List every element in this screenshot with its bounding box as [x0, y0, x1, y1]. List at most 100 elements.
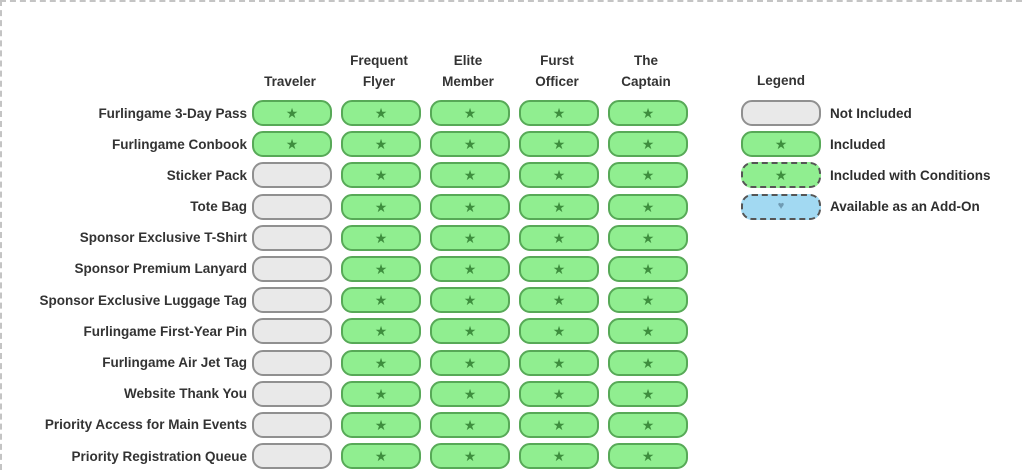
table-row: Tote Bag★★★★ [2, 193, 688, 220]
star-icon: ★ [463, 105, 477, 121]
status-pill-not_included [252, 443, 332, 470]
status-pill-included: ★ [519, 443, 599, 470]
star-icon: ★ [285, 105, 299, 121]
star-icon: ★ [463, 354, 477, 371]
star-icon: ★ [641, 136, 655, 153]
row-label: Priority Registration Queue [71, 448, 247, 464]
star-icon: ★ [552, 167, 566, 184]
star-icon: ★ [552, 260, 566, 277]
star-icon: ★ [463, 448, 477, 465]
status-pill-included: ★ [519, 349, 599, 376]
status-pill-included: ★ [430, 100, 510, 126]
status-pill-included: ★ [430, 131, 510, 158]
table-row: Sponsor Exclusive T-Shirt★★★★ [2, 224, 688, 251]
star-icon: ★ [774, 136, 788, 153]
status-pill-included: ★ [519, 287, 599, 314]
star-icon: ★ [374, 136, 388, 153]
row-label: Sticker Pack [166, 167, 247, 183]
status-pill-included: ★ [741, 131, 821, 158]
star-icon: ★ [374, 448, 388, 465]
status-pill-included: ★ [608, 131, 688, 158]
status-pill-included: ★ [430, 411, 510, 438]
status-pill-included: ★ [430, 162, 510, 189]
row-label: Sponsor Exclusive T-Shirt [79, 230, 247, 246]
status-pill-included: ★ [608, 224, 688, 251]
status-pill-included: ★ [430, 255, 510, 282]
status-pill-not_included [252, 162, 332, 189]
star-icon: ★ [641, 105, 655, 121]
status-pill-included: ★ [608, 287, 688, 314]
status-pill-included: ★ [608, 380, 688, 407]
status-pill-included: ★ [608, 100, 688, 126]
star-icon: ★ [641, 354, 655, 371]
status-pill-included: ★ [341, 224, 421, 251]
star-icon: ★ [463, 292, 477, 309]
status-pill-included: ★ [519, 162, 599, 189]
status-pill-included: ★ [608, 162, 688, 189]
star-icon: ★ [552, 354, 566, 371]
star-icon: ★ [552, 198, 566, 215]
star-icon: ★ [552, 105, 566, 121]
star-icon: ★ [641, 416, 655, 433]
star-icon: ★ [774, 167, 788, 184]
star-icon: ★ [374, 105, 388, 121]
status-pill-included: ★ [341, 380, 421, 407]
star-icon: ★ [374, 292, 388, 309]
star-icon: ★ [641, 229, 655, 246]
status-pill-not_included [252, 287, 332, 314]
star-icon: ★ [374, 323, 388, 340]
status-pill-included: ★ [341, 131, 421, 158]
star-icon: ★ [374, 416, 388, 433]
status-pill-included: ★ [608, 411, 688, 438]
table-row: Priority Registration Queue★★★★ [2, 443, 688, 470]
status-pill-addon: ♥ [741, 193, 821, 220]
table-row: Furlingame First-Year Pin★★★★ [2, 318, 688, 345]
column-header-traveler: Traveler [250, 48, 330, 92]
column-header-line: Member [442, 74, 494, 89]
star-icon: ★ [463, 260, 477, 277]
status-pill-not_included [252, 318, 332, 345]
row-label: Tote Bag [190, 199, 247, 215]
star-icon: ★ [285, 136, 299, 153]
status-pill-not_included [252, 255, 332, 282]
table-row: Website Thank You★★★★ [2, 380, 688, 407]
status-pill-not_included [252, 411, 332, 438]
benefits-table: Furlingame 3-Day Pass★★★★★Furlingame Con… [2, 100, 688, 470]
star-icon: ★ [374, 229, 388, 246]
status-pill-included: ★ [341, 349, 421, 376]
row-label: Furlingame Conbook [112, 136, 247, 152]
status-pill-included: ★ [341, 193, 421, 220]
star-icon: ★ [374, 354, 388, 371]
star-icon: ★ [641, 323, 655, 340]
status-pill-not_included [741, 100, 821, 126]
row-label: Furlingame First-Year Pin [83, 323, 247, 339]
status-pill-included: ★ [608, 349, 688, 376]
column-header-line: Frequent [350, 53, 408, 68]
column-header-line: Furst [540, 53, 574, 68]
status-pill-included: ★ [608, 318, 688, 345]
star-icon: ★ [641, 385, 655, 402]
status-pill-included: ★ [341, 443, 421, 470]
status-pill-included: ★ [430, 193, 510, 220]
row-label: Sponsor Premium Lanyard [74, 261, 247, 277]
star-icon: ★ [463, 229, 477, 246]
star-icon: ★ [552, 136, 566, 153]
status-pill-included: ★ [341, 318, 421, 345]
status-pill-included_conditions: ★ [741, 162, 821, 189]
status-pill-included: ★ [341, 100, 421, 126]
star-icon: ★ [374, 167, 388, 184]
column-header-line: Captain [621, 74, 671, 89]
column-header-line: Flyer [362, 74, 396, 89]
legend-item-addon: ♥Available as an Add-On [741, 193, 990, 220]
table-row: Furlingame 3-Day Pass★★★★★ [2, 100, 688, 126]
status-pill-included: ★ [341, 287, 421, 314]
column-header-line: Elite [453, 53, 483, 68]
star-icon: ★ [641, 260, 655, 277]
star-icon: ★ [641, 292, 655, 309]
status-pill-included: ★ [430, 318, 510, 345]
status-pill-included: ★ [519, 411, 599, 438]
status-pill-included: ★ [519, 380, 599, 407]
